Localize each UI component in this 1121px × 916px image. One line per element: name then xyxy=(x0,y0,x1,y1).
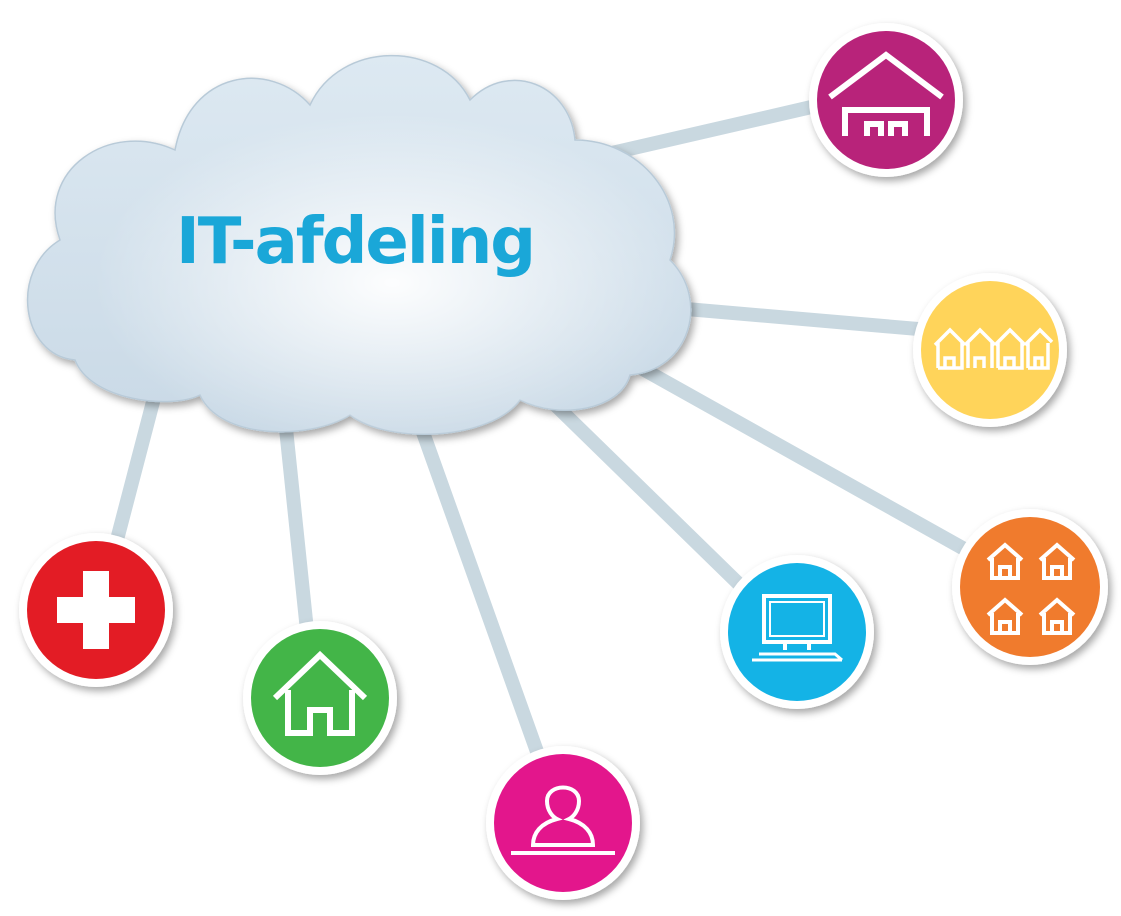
node-medical xyxy=(19,533,173,687)
connector-four-houses xyxy=(593,338,982,562)
nodes xyxy=(19,23,1108,900)
medical-cross-icon xyxy=(57,571,135,649)
node-computer xyxy=(720,555,874,709)
cloud-label: IT-afdeling xyxy=(175,205,536,279)
connector-person xyxy=(408,403,547,767)
connector-computer xyxy=(533,383,752,597)
four-houses-icon xyxy=(986,542,1076,635)
house-icon xyxy=(828,51,944,136)
home-icon xyxy=(272,650,368,736)
three-houses-icon xyxy=(933,327,1054,370)
cloud xyxy=(26,54,692,435)
node-single-house xyxy=(809,23,963,177)
connector-home xyxy=(276,393,315,647)
node-four-houses xyxy=(952,509,1108,665)
computer-icon xyxy=(752,594,843,662)
node-person xyxy=(486,746,640,900)
node-row-houses xyxy=(913,273,1067,427)
person-icon xyxy=(511,785,615,855)
node-home xyxy=(243,621,397,775)
connector-medical xyxy=(106,368,167,562)
